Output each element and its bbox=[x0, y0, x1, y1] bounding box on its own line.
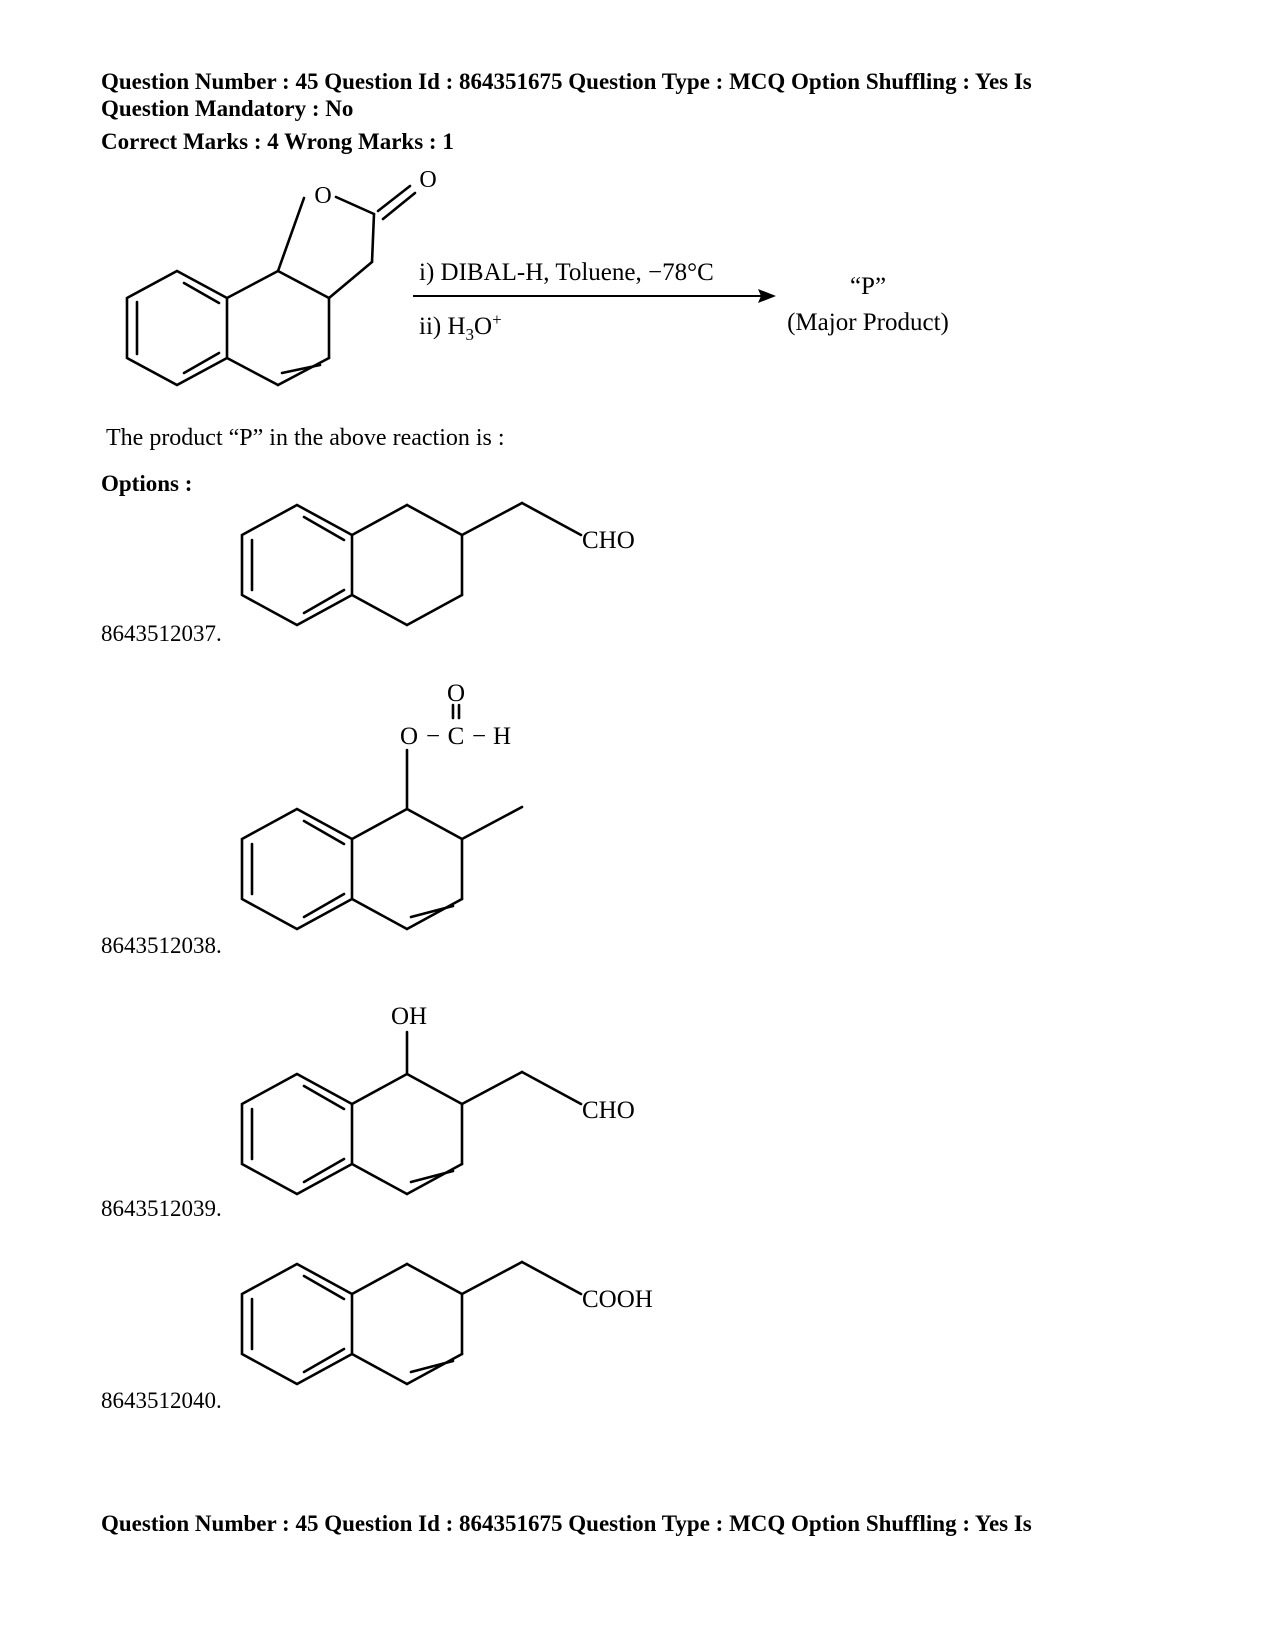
option-2-carbonyl-oxygen: O bbox=[447, 680, 465, 707]
option-3-structure[interactable]: OH CHO bbox=[0, 970, 1275, 1210]
option-2-id[interactable]: 8643512038. bbox=[101, 933, 222, 958]
option-2-carbon: C bbox=[448, 723, 465, 750]
product-label: “P” bbox=[850, 273, 886, 300]
option-2-ester-oxygen: O bbox=[400, 723, 418, 750]
question-text: The product “P” in the above reaction is… bbox=[106, 425, 505, 451]
reagent-step1: i) DIBAL-H, Toluene, −78°C bbox=[419, 259, 714, 286]
option-4-id[interactable]: 8643512040. bbox=[101, 1388, 222, 1413]
option-1-group: CHO bbox=[582, 527, 635, 554]
next-question-header: Question Number : 45 Question Id : 86435… bbox=[101, 1511, 1032, 1536]
question-header-line1: Question Number : 45 Question Id : 86435… bbox=[101, 69, 1032, 94]
reagent-step2: ii) H3O+ bbox=[419, 310, 502, 344]
reactant-ring-oxygen: O bbox=[314, 183, 331, 209]
option-2-hydrogen: H bbox=[493, 723, 511, 750]
option-4-group: COOH bbox=[582, 1286, 653, 1313]
reaction-scheme: O O i) DIBAL-H, Toluene, −78°C ii) H3O+ … bbox=[125, 167, 949, 387]
option-2-dash-2: − bbox=[472, 723, 486, 750]
marks-line: Correct Marks : 4 Wrong Marks : 1 bbox=[101, 129, 454, 154]
reaction-arrow bbox=[413, 289, 776, 303]
option-3-group: CHO bbox=[582, 1097, 635, 1124]
option-4-structure[interactable]: COOH bbox=[0, 1250, 1275, 1410]
option-3-id[interactable]: 8643512039. bbox=[101, 1196, 222, 1221]
reactant-structure bbox=[125, 184, 417, 387]
option-2-dash-1: − bbox=[426, 723, 440, 750]
options-label: Options : bbox=[101, 471, 193, 496]
option-2-structure[interactable]: O O − C − H bbox=[0, 660, 1275, 940]
option-1-id[interactable]: 8643512037. bbox=[101, 621, 222, 646]
option-1-structure[interactable]: CHO bbox=[0, 490, 1275, 650]
question-header-line2: Question Mandatory : No bbox=[101, 96, 354, 121]
reactant-carbonyl-oxygen: O bbox=[419, 167, 436, 193]
product-note: (Major Product) bbox=[787, 309, 949, 336]
option-3-hydroxyl: OH bbox=[391, 1003, 427, 1030]
